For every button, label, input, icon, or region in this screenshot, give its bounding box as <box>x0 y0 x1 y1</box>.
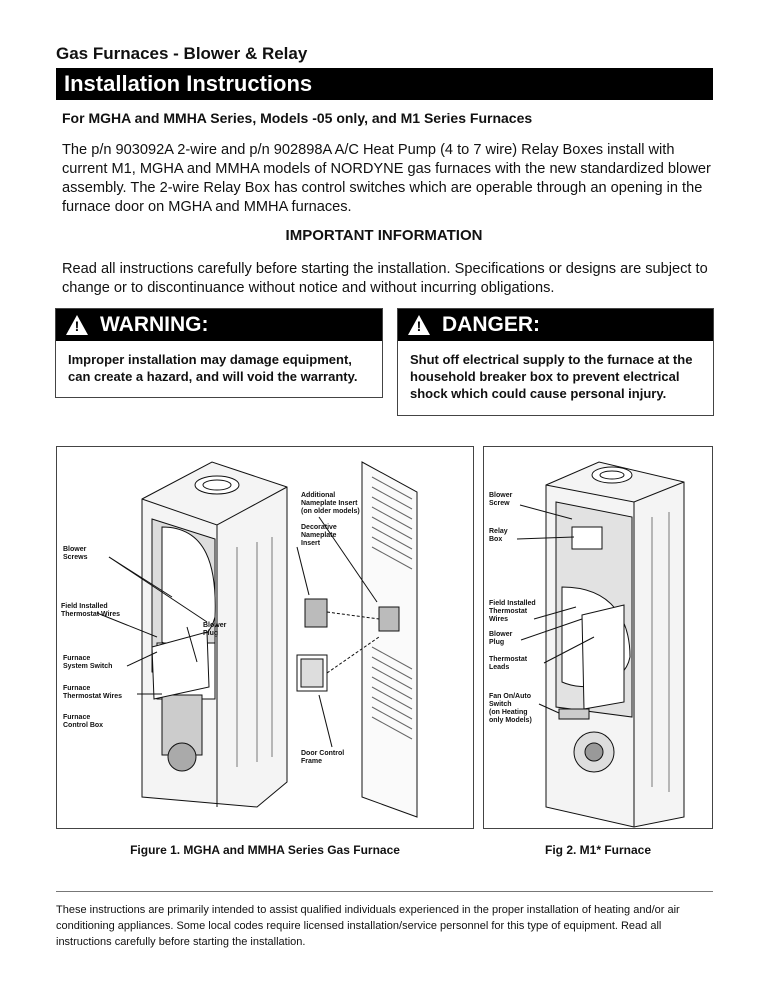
warning-box: ! WARNING: Improper installation may dam… <box>55 308 383 398</box>
warning-header: ! WARNING: <box>56 309 382 341</box>
label-blower-screw: Blower <box>489 492 513 499</box>
label-decorative-nameplate: Decorative <box>301 524 337 531</box>
danger-text: Shut off electrical supply to the furnac… <box>410 352 693 401</box>
intro-paragraph: The p/n 903092A 2-wire and p/n 902898A A… <box>62 142 711 215</box>
figure-1: Blower Screws Field Installed Thermostat… <box>56 446 474 829</box>
warning-text: Improper installation may damage equipme… <box>68 352 358 384</box>
furnace-illustration-1: Blower Screws Field Installed Thermostat… <box>61 461 418 818</box>
label-blower-plug-m1: Blower <box>489 631 513 638</box>
warning-triangle-icon: ! <box>66 315 88 335</box>
page-title: Installation Instructions <box>56 68 713 100</box>
label-decorative-nameplate-2: Nameplate <box>301 532 337 539</box>
furnace-illustration-2: Blower Screw Relay Box Field Installed T… <box>489 461 685 828</box>
danger-box: ! DANGER: Shut off electrical supply to … <box>397 308 714 416</box>
label-door-control-frame-2: Frame <box>301 758 322 765</box>
important-text: Read all instructions carefully before s… <box>62 261 708 296</box>
label-relay-box-2: Box <box>489 536 502 543</box>
label-additional-nameplate: Additional <box>301 492 335 499</box>
figure-2-caption: Fig 2. M1* Furnace <box>544 843 652 857</box>
warning-title: WARNING: <box>100 313 209 336</box>
label-fan-switch: Fan On/Auto <box>489 693 531 700</box>
label-field-wires: Field Installed <box>61 603 108 610</box>
label-field-thermostat-wires: Field Installed <box>489 600 536 607</box>
model-applicability: For MGHA and MMHA Series, Models -05 onl… <box>62 110 533 126</box>
label-fan-switch-4: only Models) <box>489 717 532 724</box>
label-control-box: Furnace <box>63 714 90 721</box>
label-blower-plug: Blower <box>203 622 227 629</box>
danger-header: ! DANGER: <box>398 309 713 341</box>
danger-triangle-icon: ! <box>408 315 430 335</box>
label-relay-box: Relay <box>489 528 508 535</box>
label-decorative-nameplate-3: Insert <box>301 540 321 547</box>
label-additional-nameplate-2: Nameplate Insert <box>301 500 358 507</box>
label-field-thermostat-wires-2: Thermostat <box>489 608 528 615</box>
label-thermostat-wires-2: Thermostat Wires <box>63 693 122 700</box>
footer-divider <box>56 891 713 892</box>
label-thermostat-leads: Thermostat <box>489 656 528 663</box>
figure-1-caption: Figure 1. MGHA and MMHA Series Gas Furna… <box>130 843 400 857</box>
label-blower-plug-m1-2: Plug <box>489 639 504 646</box>
label-fan-switch-2: Switch <box>489 701 512 708</box>
label-field-wires-2: Thermostat Wires <box>61 611 120 618</box>
section-category: Gas Furnaces - Blower & Relay <box>56 44 308 63</box>
label-fan-switch-3: (on Heating <box>489 709 528 716</box>
label-blower-screws-2: Screws <box>63 554 88 561</box>
label-additional-nameplate-3: (on older models) <box>301 508 360 515</box>
label-control-box-2: Control Box <box>63 722 103 729</box>
danger-title: DANGER: <box>442 313 540 336</box>
important-heading: IMPORTANT INFORMATION <box>285 227 483 244</box>
label-system-switch: Furnace <box>63 655 90 662</box>
label-field-thermostat-wires-3: Wires <box>489 616 508 623</box>
label-thermostat-leads-2: Leads <box>489 664 509 671</box>
label-thermostat-wires: Furnace <box>63 685 90 692</box>
footer-disclaimer: These instructions are primarily intende… <box>56 904 680 948</box>
label-blower-screws: Blower <box>63 546 87 553</box>
label-door-control-frame: Door Control <box>301 750 344 757</box>
figure-2: Blower Screw Relay Box Field Installed T… <box>483 446 713 829</box>
label-blower-plug-2: Plug <box>203 630 218 637</box>
label-blower-screw-2: Screw <box>489 500 510 507</box>
label-system-switch-2: System Switch <box>63 663 112 670</box>
